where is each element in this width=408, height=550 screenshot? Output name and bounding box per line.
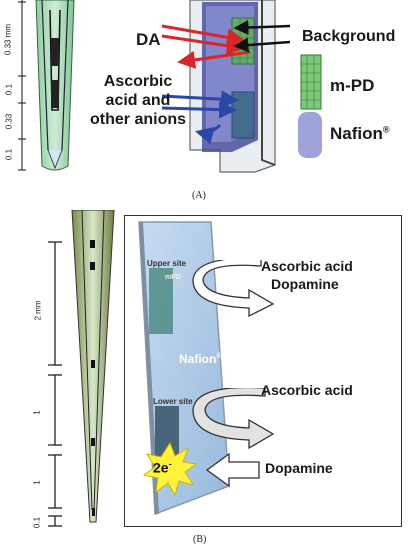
scale-label-b-1: 2 mm [33,300,43,321]
probe-tip-a [35,0,75,171]
scale-bar-b [48,241,62,527]
panel-a: 0.33 mm 0.1 0.33 0.1 DA [0,0,408,201]
nafion-text: Nafion [330,124,383,143]
label-da: DA [136,30,161,49]
scale-label-b-3: 1 [32,480,42,485]
panel-b-box: Upper site mPD Nafion® Lower site Ascorb… [124,215,402,527]
label-nafion: Nafion® [330,124,390,144]
nafion-small-label: Nafion® [179,352,222,366]
electron-text: 2e [153,459,169,476]
label-ascorbic-anions: Ascorbic acid and other anions [90,73,187,128]
mpd-small-label: mPD [165,274,181,281]
ascorbic-dopamine-line1: Ascorbic acid [261,258,353,274]
probe-tip-b [71,210,115,523]
nafion-swatch [298,112,322,158]
scale-bar-a [18,0,26,171]
upper-site-label: Upper site [147,259,187,268]
dopamine-label: Dopamine [265,460,333,476]
electron-burst [143,442,197,496]
scale-label-a-2: 0.1 [4,83,14,96]
label-mpd: m-PD [330,76,375,95]
mpd-swatch [300,54,322,110]
electron-charge: - [168,459,172,469]
label-background: Background [302,28,396,45]
curved-arrow-lower [192,388,275,450]
scale-label-b-4: 0.1 [32,516,42,529]
scale-label-a-4: 0.1 [4,148,14,161]
arrows-a [161,24,251,145]
nafion-small-registered: ® [216,353,222,360]
electron-label: 2e- [153,459,172,476]
lower-site-label: Lower site [153,397,193,406]
background-arrows [233,20,291,53]
ascorbic-dopamine-line2: Dopamine [271,276,339,292]
scale-label-a-1: 0.33 mm [3,23,13,56]
caption-b: (B) [193,534,207,545]
curved-arrow-upper [192,260,275,318]
scale-label-a-3: 0.33 [4,113,14,130]
dopamine-arrow [205,452,260,488]
scale-label-b-2: 1 [32,410,42,415]
caption-a: (A) [192,190,206,201]
nafion-small-text: Nafion [179,352,217,366]
nafion-registered: ® [382,124,390,135]
ascorbic-acid-label: Ascorbic acid [261,382,353,398]
